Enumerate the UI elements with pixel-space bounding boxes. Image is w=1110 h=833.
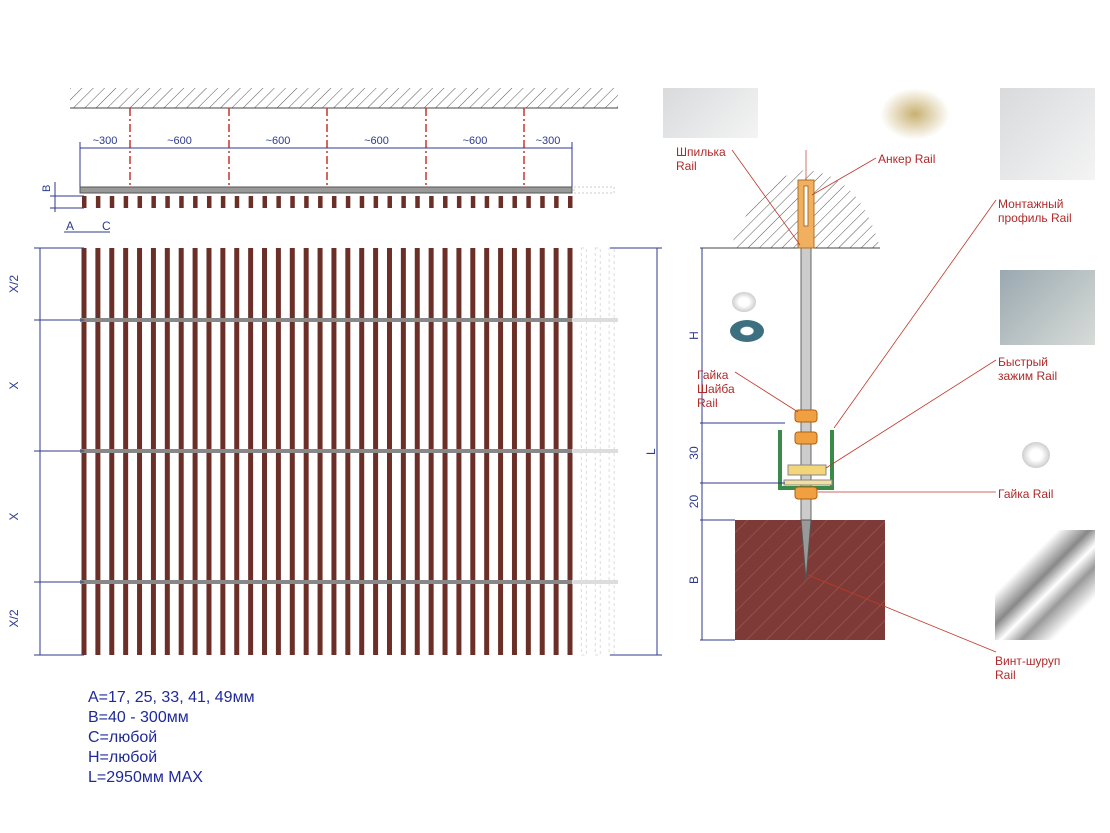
screw xyxy=(800,519,812,581)
slat-section xyxy=(415,196,420,208)
label-stud: Шпилька Rail xyxy=(676,145,726,173)
nut-photo xyxy=(1022,442,1050,468)
slat-section xyxy=(123,196,129,208)
slat-section xyxy=(165,196,170,208)
threaded-stud xyxy=(800,247,812,521)
slat-section xyxy=(498,196,504,208)
nut-small-photo xyxy=(732,292,756,312)
spacing-label: ~600 xyxy=(463,135,488,147)
spacing-label: ~600 xyxy=(266,135,291,147)
slat-section xyxy=(304,196,309,208)
slat-section xyxy=(443,196,448,208)
slat-section xyxy=(331,196,337,208)
nut-bottom xyxy=(794,486,818,500)
label-anchor: Анкер Rail xyxy=(878,152,936,166)
mounting-rail xyxy=(80,449,572,453)
ceiling-hatch xyxy=(70,88,618,108)
nut-top xyxy=(794,409,818,423)
slat-section xyxy=(290,196,295,208)
spacing-label: ~300 xyxy=(93,135,118,147)
slat-section xyxy=(193,196,198,208)
slat-section xyxy=(512,196,517,208)
slat-section xyxy=(220,196,226,208)
slat-section xyxy=(373,196,379,208)
slat-section xyxy=(484,196,490,208)
stud-photo xyxy=(663,88,758,138)
slat-section xyxy=(95,196,101,208)
slat-section xyxy=(359,196,365,208)
slat-section xyxy=(248,196,254,208)
slat-section xyxy=(82,196,87,208)
quick-clamp xyxy=(787,464,827,476)
spacing-label: ~600 xyxy=(167,135,192,147)
spec-l: L=2950мм MAX xyxy=(88,769,203,786)
slat-section xyxy=(345,196,351,208)
spec-h: H=любой xyxy=(88,749,158,766)
slat-section xyxy=(318,196,323,208)
slat-section xyxy=(568,196,573,208)
slat-section xyxy=(429,196,434,208)
slat-section xyxy=(470,196,476,208)
slat-section xyxy=(387,196,392,208)
label-clamp: Быстрый зажим Rail xyxy=(998,355,1058,383)
label-profile: Монтажный профиль Rail xyxy=(998,197,1072,225)
spec-b: B=40 - 300мм xyxy=(88,709,189,726)
mounting-rail xyxy=(80,318,572,322)
dim-b-label: B xyxy=(41,185,53,192)
slat-section xyxy=(401,196,406,208)
slat-section xyxy=(276,196,281,208)
slat-section xyxy=(137,196,143,208)
slat-section xyxy=(540,196,545,208)
dim-a-label: A xyxy=(66,219,74,233)
slat-section xyxy=(262,196,268,208)
slat-section xyxy=(179,196,184,208)
slat-section xyxy=(554,196,559,208)
slat-section xyxy=(456,196,462,208)
slat-section xyxy=(206,196,212,208)
slat-section xyxy=(234,196,240,208)
anchor-photo xyxy=(880,88,950,140)
left-dim-label: X xyxy=(7,512,21,520)
section-dim-label: 20 xyxy=(687,495,701,509)
spacing-label: ~600 xyxy=(364,135,389,147)
clamp-photo xyxy=(1000,270,1095,345)
section-dim-label: H xyxy=(687,331,701,340)
label-nut-washer: Гайка Шайба Rail xyxy=(697,368,735,410)
dim-l-label: L xyxy=(644,448,658,455)
specs: A=17, 25, 33, 41, 49мм B=40 - 300мм C=лю… xyxy=(88,688,255,788)
top-rail xyxy=(79,186,573,194)
dim-c-label: C xyxy=(102,219,111,233)
washer-photo xyxy=(730,320,764,342)
section-dim-label: B xyxy=(687,576,701,584)
profile-photo xyxy=(1000,88,1095,180)
left-dim-label: X/2 xyxy=(7,609,21,627)
left-dim-label: X/2 xyxy=(7,275,21,293)
label-screw: Винт-шуруп Rail xyxy=(995,654,1061,682)
left-dim-label: X xyxy=(7,381,21,389)
slat-section xyxy=(109,196,115,208)
slat-section xyxy=(151,196,156,208)
spec-a: A=17, 25, 33, 41, 49мм xyxy=(88,689,255,706)
slat-section xyxy=(526,196,531,208)
spacing-label: ~300 xyxy=(536,135,561,147)
section-dim-label: 30 xyxy=(687,446,701,460)
label-nut: Гайка Rail xyxy=(998,487,1054,501)
mounting-rail xyxy=(80,580,572,584)
spec-c: C=любой xyxy=(88,729,158,746)
screw-photo xyxy=(995,530,1095,640)
wood-slat-section xyxy=(735,520,885,640)
